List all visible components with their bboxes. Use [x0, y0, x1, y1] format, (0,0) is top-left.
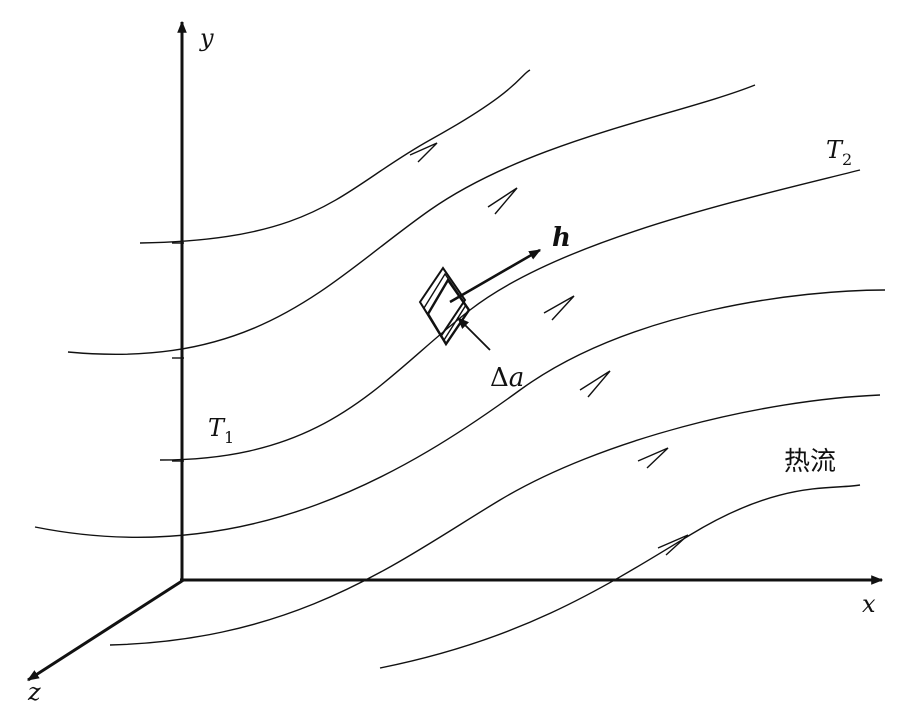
t1-symbol: T — [208, 414, 226, 442]
temperature-label-t1: T1 — [208, 414, 234, 447]
t2-subscript: 2 — [842, 150, 852, 169]
y-axis-label: y — [199, 24, 214, 52]
h-vector — [449, 248, 542, 304]
streamline-2 — [67, 84, 756, 356]
z-axis — [26, 579, 183, 682]
z-axis-label: z — [27, 678, 41, 706]
area-symbol: a — [509, 363, 525, 393]
temperature-label-t2: T2 — [826, 136, 852, 169]
streamline-arrowheads — [409, 142, 689, 556]
streamline-6 — [379, 484, 861, 669]
streamline-4 — [34, 289, 886, 539]
coordinate-axes — [26, 20, 884, 682]
h-vector-label: h — [552, 223, 571, 253]
streamline-1 — [139, 69, 531, 244]
arrowhead-4 — [579, 370, 611, 398]
delta-a-pointer — [457, 317, 491, 351]
arrowhead-1 — [409, 142, 438, 163]
heat-flow-label: 热流 — [784, 447, 836, 477]
arrowhead-2 — [487, 187, 518, 215]
x-axis-label: x — [862, 590, 876, 618]
streamline-3 — [159, 169, 861, 461]
t1-subscript: 1 — [224, 428, 234, 447]
surface-element — [418, 266, 471, 347]
streamlines — [34, 69, 886, 669]
delta-symbol: Δ — [490, 363, 509, 393]
streamline-5 — [109, 394, 881, 646]
area-element-label: Δa — [490, 363, 524, 393]
arrowhead-6 — [657, 534, 689, 556]
t2-symbol: T — [826, 136, 844, 164]
arrowhead-3 — [543, 295, 575, 321]
arrowhead-5 — [637, 447, 669, 469]
